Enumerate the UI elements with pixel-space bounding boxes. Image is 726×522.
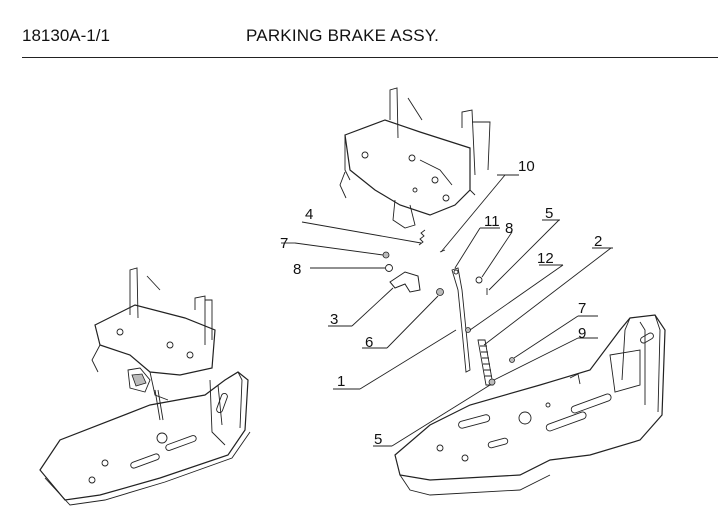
- callout-11: 11: [484, 213, 500, 230]
- left-assembly: [39, 267, 251, 506]
- callout-5-upper: 5: [545, 205, 553, 222]
- part-code: 18130A-1/1: [22, 26, 110, 45]
- callouts: 10 4 11 8 5 7 8 12 2 3 6 7 9 1 5: [280, 158, 602, 448]
- leader-lines: [281, 174, 613, 447]
- callout-9: 9: [578, 325, 586, 342]
- callout-8-lower: 8: [293, 261, 301, 278]
- callout-2: 2: [594, 233, 602, 250]
- callout-6: 6: [365, 334, 373, 351]
- callout-7-lower: 7: [578, 300, 586, 317]
- small-parts: [382, 229, 515, 386]
- header-rule: [22, 57, 718, 58]
- callout-4: 4: [305, 206, 313, 223]
- right-floor-plate: [394, 314, 666, 496]
- callout-1: 1: [337, 373, 345, 390]
- callout-5-lower: 5: [374, 431, 382, 448]
- callout-8-upper: 8: [505, 220, 513, 237]
- upper-bracket: [339, 87, 491, 229]
- callout-7-upper: 7: [280, 235, 288, 252]
- callout-12: 12: [537, 250, 554, 267]
- callout-10: 10: [518, 158, 535, 175]
- callout-3: 3: [330, 311, 338, 328]
- page-title: PARKING BRAKE ASSY.: [246, 26, 440, 45]
